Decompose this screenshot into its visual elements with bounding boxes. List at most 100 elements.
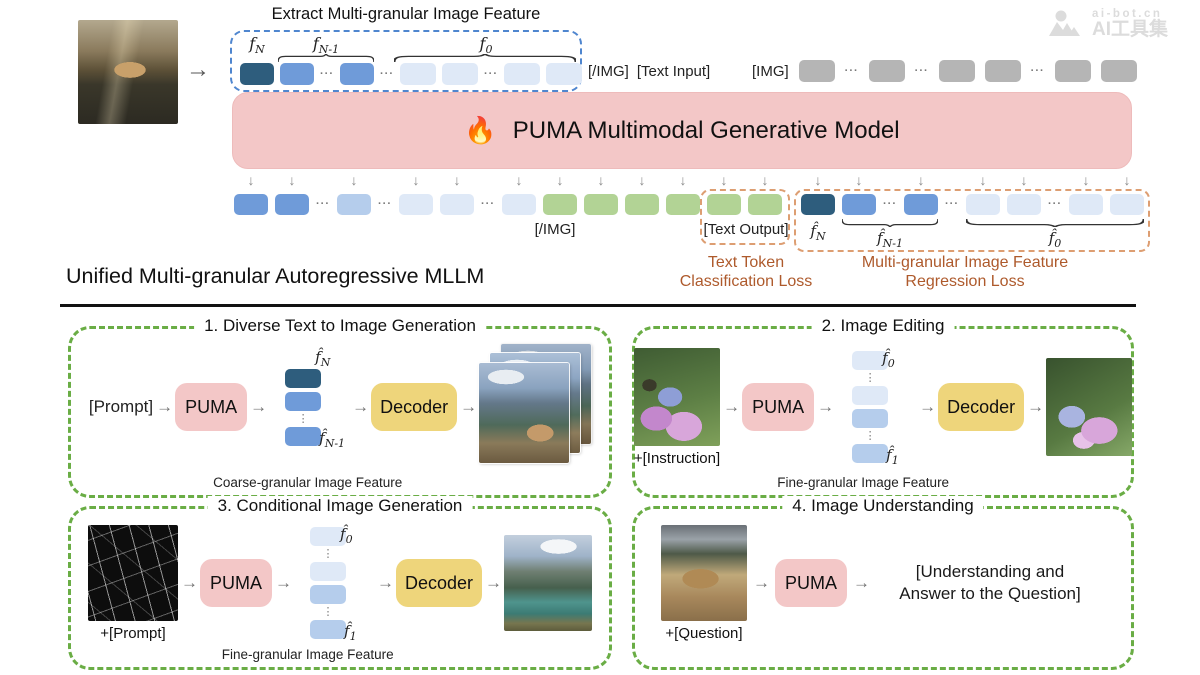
puma-block: PUMA: [742, 383, 815, 431]
editing-input-image: [634, 347, 720, 446]
right-arrow-icon: →: [460, 397, 478, 416]
output-token-blue: [842, 194, 876, 215]
down-arrow-icon: ↓: [679, 172, 687, 188]
input-feature-box: fN fN-1 f0 ··· ··· ···: [230, 30, 582, 92]
task-box-text-to-image: 1. Diverse Text to Image Generation [Pro…: [68, 316, 612, 498]
text-token-loss-label: Text Token Classification Loss: [679, 254, 813, 290]
ellipsis: ···: [1030, 65, 1045, 77]
stack-token-blue: [285, 426, 322, 446]
task-title: 3. Conditional Image Generation: [207, 496, 473, 516]
label-fhat-0: f̂0: [1048, 229, 1062, 250]
right-arrow-icon: →: [377, 573, 394, 592]
right-arrow-icon: →: [275, 573, 292, 592]
feature-caption: Fine-granular Image Feature: [777, 475, 950, 490]
underbrace: [842, 219, 938, 227]
down-arrow-icon: ↓: [1123, 172, 1131, 188]
text-token-row: [IMG] ··· ··· ···: [752, 60, 1137, 82]
watermark-domain: ai-bot.cn: [1092, 8, 1163, 20]
ellipsis: ···: [844, 65, 859, 77]
right-arrow-icon: →: [352, 397, 370, 416]
label-fhat-N-1: f̂N-1: [877, 229, 903, 250]
feature-token-blue: [340, 63, 374, 85]
text-output-tag: [Text Output]: [703, 221, 789, 238]
vertical-dots: ⋮: [322, 548, 334, 560]
label-fhat-1: f̂1: [344, 622, 357, 643]
ellipsis: ···: [1048, 198, 1062, 210]
down-arrow-icon: ↓: [638, 172, 646, 188]
edited-output-image: [1046, 358, 1133, 456]
down-arrow-icon: ↓: [556, 172, 564, 188]
section-heading: Unified Multi-granular Autoregressive ML…: [66, 264, 485, 288]
stack-token-mblue: [852, 444, 889, 463]
label-fhat-0: f̂0: [882, 349, 895, 370]
feature-token-light: [400, 63, 436, 85]
label-fhat-N: f̂N: [315, 347, 331, 369]
edge-condition-image: [88, 524, 178, 621]
output-token-dark: [801, 194, 835, 215]
output-token-light: [1110, 194, 1144, 215]
stack-token-mblue: [310, 585, 346, 604]
decoder-block: Decoder: [371, 383, 458, 431]
down-arrow-icon: ↓: [597, 172, 605, 188]
prompt-label: [Prompt]: [88, 397, 154, 416]
output-token-light: [966, 194, 1000, 215]
label-f-N: fN: [249, 34, 265, 57]
ellipsis: ···: [481, 198, 495, 210]
ellipsis: ···: [883, 198, 897, 210]
ai-bot-logo-icon: [1049, 10, 1080, 36]
output-token-mblue: [337, 194, 371, 215]
ellipsis: ···: [316, 198, 330, 210]
decoder-block: Decoder: [396, 559, 482, 607]
right-arrow-icon: →: [753, 573, 770, 592]
feature-token-dark: [240, 63, 274, 85]
right-arrow-icon: →: [723, 397, 741, 416]
label-f-0: f0: [479, 34, 493, 57]
output-token-green: [748, 194, 782, 215]
puma-block: PUMA: [175, 383, 248, 431]
vertical-dots: ⋮: [322, 606, 334, 618]
output-token-blue: [275, 194, 309, 215]
down-arrow-icon: ↓: [350, 172, 358, 188]
output-token-light: [502, 194, 536, 215]
down-arrow-icon: ↓: [855, 172, 863, 188]
input-token-row: ··· ··· ···: [232, 63, 582, 85]
vertical-dots: ⋮: [864, 430, 876, 442]
section-divider: [60, 304, 1136, 307]
watermark: ai-bot.cn AI工具集: [1048, 8, 1168, 40]
coarse-token-stack: f̂N ⋮ f̂N-1: [283, 348, 345, 450]
input-cougar-image: [78, 20, 178, 124]
down-arrow-icon: ↓: [412, 172, 420, 188]
img-open-tag: [IMG]: [752, 62, 789, 80]
feature-token-light: [546, 63, 582, 85]
down-arrow-icon: ↓: [515, 172, 523, 188]
label-fhat-N-1: f̂N-1: [319, 428, 346, 450]
text-token: [868, 60, 905, 82]
task-box-image-understanding: 4. Image Understanding +[Question] → PUM…: [632, 496, 1134, 670]
output-token-row: ↓ ↓ ··· ↓ ··· ↓ ↓ ··· ↓ ↓ ↓ ↓ ↓ ↓ ↓ ↓ ↓ …: [234, 171, 1144, 215]
down-arrow-icon: ↓: [288, 172, 296, 188]
output-img-close-tag: [/IMG]: [534, 221, 576, 238]
text-input-tag: [Text Input]: [636, 63, 711, 80]
output-token-green: [584, 194, 618, 215]
stack-token-mblue: [310, 620, 346, 639]
task-box-image-editing: 2. Image Editing +[Instruction] → PUMA →…: [632, 316, 1134, 498]
stack-token-blue: [285, 391, 322, 411]
feature-token-blue: [280, 63, 314, 85]
overbrace: [278, 54, 374, 62]
right-arrow-icon: →: [485, 573, 502, 592]
down-arrow-icon: ↓: [1082, 172, 1090, 188]
output-token-light: [1007, 194, 1041, 215]
stack-token-light: [310, 562, 346, 581]
prompt-label: +[Prompt]: [100, 624, 166, 642]
text-token: [798, 60, 835, 82]
watermark-name: AI工具集: [1092, 19, 1169, 41]
stack-token-light: [310, 527, 346, 546]
task-title: 1. Diverse Text to Image Generation: [194, 316, 486, 336]
extract-feature-title: Extract Multi-granular Image Feature: [271, 5, 541, 23]
generated-image-stack: [479, 344, 592, 470]
vertical-dots: ⋮: [864, 372, 876, 384]
understanding-answer-text: [Understanding and Answer to the Questio…: [899, 562, 1081, 603]
ellipsis: ···: [945, 198, 959, 210]
output-token-light: [399, 194, 433, 215]
